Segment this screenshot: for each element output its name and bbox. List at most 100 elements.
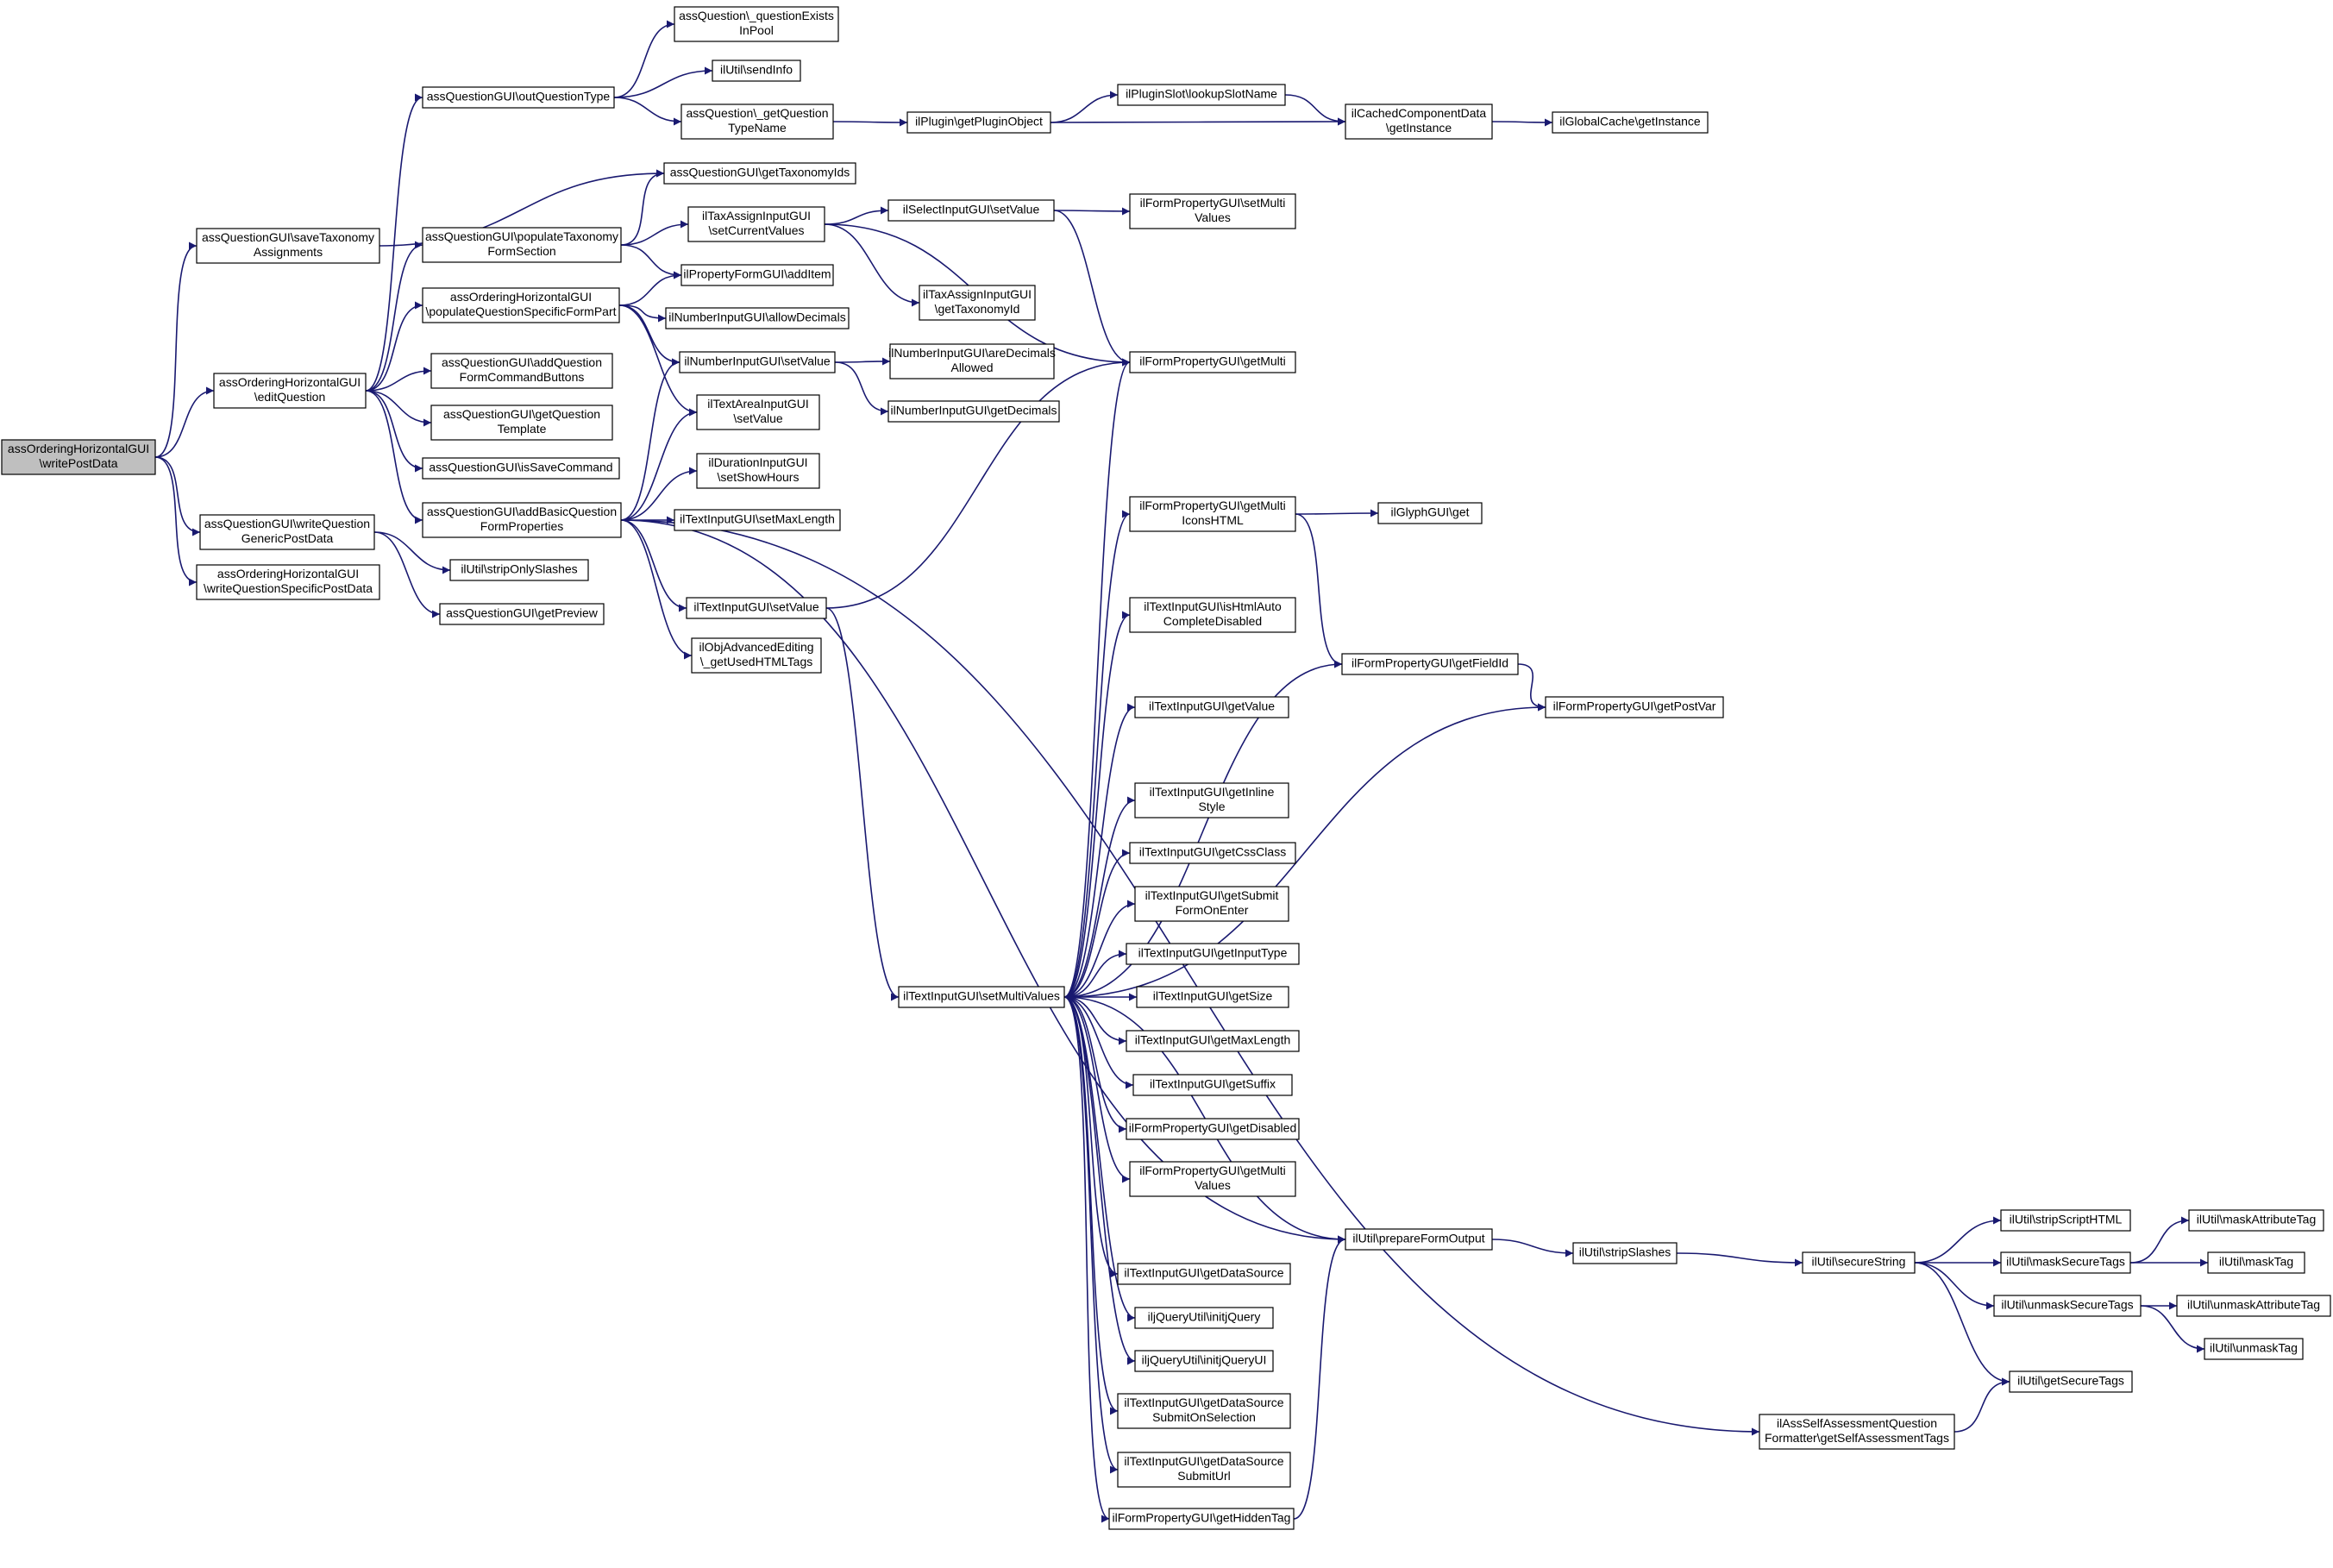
node-glyphGet[interactable]: ilGlyphGUI\get: [1377, 502, 1483, 524]
node-secureString[interactable]: ilUtil\secureString: [1802, 1251, 1916, 1274]
node-box: [696, 394, 820, 430]
node-cachedComp[interactable]: ilCachedComponentData\getInstance: [1345, 103, 1493, 140]
node-numAllowDec[interactable]: ilNumberInputGUI\allowDecimals: [665, 307, 850, 329]
node-box: [213, 373, 367, 409]
node-jqInitUI[interactable]: iljQueryUtil\initjQueryUI: [1134, 1350, 1274, 1372]
node-label: \getTaxonomyId: [935, 302, 1020, 316]
node-numGetDec[interactable]: ilNumberInputGUI\getDecimals: [887, 400, 1060, 423]
node-textAreaSet[interactable]: ilTextAreaInputGUI\setValue: [696, 394, 820, 430]
node-label: ilUtil\maskSecureTags: [2006, 1255, 2125, 1269]
node-pluginGetObj[interactable]: ilPlugin\getPluginObject: [906, 111, 1051, 134]
node-fpGetFieldId[interactable]: ilFormPropertyGUI\getFieldId: [1341, 653, 1519, 675]
node-label: Values: [1195, 1178, 1231, 1192]
node-box: [430, 405, 613, 441]
node-outQType[interactable]: assQuestionGUI\outQuestionType: [422, 86, 615, 109]
node-isSaveCmd[interactable]: assQuestionGUI\isSaveCommand: [422, 457, 620, 480]
node-popQSpecific[interactable]: assOrderingHorizontalGUI\populateQuestio…: [422, 287, 620, 323]
node-addBasicQ[interactable]: assQuestionGUI\addBasicQuestionFormPrope…: [422, 502, 622, 538]
node-label: SubmitOnSelection: [1152, 1410, 1256, 1424]
node-maskTag[interactable]: ilUtil\maskTag: [2207, 1251, 2305, 1274]
node-textGetMaxLen[interactable]: ilTextInputGUI\getMaxLength: [1126, 1030, 1300, 1052]
node-selectSetValue[interactable]: ilSelectInputGUI\setValue: [887, 199, 1055, 222]
edge-textSetMulti-to-jqInit: [1063, 996, 1136, 1322]
node-textGetSuffix[interactable]: ilTextInputGUI\getSuffix: [1132, 1074, 1293, 1096]
node-fpGetHiddenTag[interactable]: ilFormPropertyGUI\getHiddenTag: [1108, 1508, 1295, 1530]
node-box: [2176, 1295, 2331, 1317]
edge-outQType-to-qExistsPool: [613, 20, 675, 98]
node-maskSecure[interactable]: ilUtil\maskSecureTags: [2000, 1251, 2131, 1274]
node-textGetCss[interactable]: ilTextInputGUI\getCssClass: [1129, 842, 1296, 864]
nodes-layer: assOrderingHorizontalGUI\writePostData as…: [1, 6, 2331, 1530]
node-globalCache[interactable]: ilGlobalCache\getInstance: [1552, 111, 1709, 134]
node-textSetMaxLen[interactable]: ilTextInputGUI\setMaxLength: [674, 509, 841, 531]
node-prepFormOut[interactable]: ilUtil\prepareFormOutput: [1345, 1228, 1493, 1251]
node-textGetSize[interactable]: ilTextInputGUI\getSize: [1136, 986, 1289, 1008]
node-textGetValue[interactable]: ilTextInputGUI\getValue: [1134, 696, 1289, 718]
node-writeQGeneric[interactable]: assQuestionGUI\writeQuestionGenericPostD…: [199, 514, 375, 550]
edge-popQSpecific-to-propFormAdd: [618, 271, 682, 306]
node-textGetInputType[interactable]: ilTextInputGUI\getInputType: [1126, 943, 1300, 965]
node-root[interactable]: assOrderingHorizontalGUI\writePostData: [1, 439, 156, 475]
node-label: ilUtil\maskTag: [2219, 1255, 2293, 1269]
node-editQuestion[interactable]: assOrderingHorizontalGUI\editQuestion: [213, 373, 367, 409]
node-getPreview[interactable]: assQuestionGUI\getPreview: [439, 603, 605, 625]
node-label: Style: [1198, 800, 1225, 813]
node-getSecureTags[interactable]: ilUtil\getSecureTags: [2009, 1370, 2133, 1393]
node-writeQSpecific[interactable]: assOrderingHorizontalGUI\writeQuestionSp…: [196, 564, 380, 600]
node-fpGetMulti[interactable]: ilFormPropertyGUI\getMulti: [1129, 351, 1296, 373]
node-addQFormCmd[interactable]: assQuestionGUI\addQuestionFormCommandBut…: [430, 353, 613, 389]
node-stripScript[interactable]: ilUtil\stripScriptHTML: [2000, 1209, 2131, 1232]
node-unmaskSecure[interactable]: ilUtil\unmaskSecureTags: [1993, 1295, 2142, 1317]
node-label: assQuestion\_questionExists: [679, 9, 834, 22]
node-getTaxIds[interactable]: assQuestionGUI\getTaxonomyIds: [663, 162, 856, 185]
node-textIsHtmlAuto[interactable]: ilTextInputGUI\isHtmlAutoCompleteDisable…: [1129, 597, 1296, 633]
node-popTax[interactable]: assQuestionGUI\populateTaxonomyFormSecti…: [422, 227, 622, 263]
node-label: ilFormPropertyGUI\getMulti: [1139, 1163, 1286, 1177]
node-textGetDSSubmitSel[interactable]: ilTextInputGUI\getDataSourceSubmitOnSele…: [1117, 1393, 1291, 1429]
node-fpGetDisabled[interactable]: ilFormPropertyGUI\getDisabled: [1126, 1118, 1300, 1140]
node-label: assQuestionGUI\getPreview: [446, 606, 599, 620]
node-textSetValue[interactable]: ilTextInputGUI\setValue: [686, 597, 827, 619]
node-taxGetId[interactable]: ilTaxAssignInputGUI\getTaxonomyId: [919, 285, 1036, 321]
node-pluginSlot[interactable]: ilPluginSlot\lookupSlotName: [1117, 84, 1286, 106]
node-box: [196, 228, 380, 264]
node-objAdvEdit[interactable]: ilObjAdvancedEditing\_getUsedHTMLTags: [691, 637, 822, 674]
node-selfAssess[interactable]: ilAssSelfAssessmentQuestionFormatter\get…: [1759, 1414, 1955, 1450]
node-label: ilUtil\unmaskAttributeTag: [2187, 1298, 2320, 1312]
node-taxAssignSetCur[interactable]: ilTaxAssignInputGUI\setCurrentValues: [687, 206, 825, 242]
node-fpSetMulti[interactable]: ilFormPropertyGUI\setMultiValues: [1129, 193, 1296, 229]
node-label: ilUtil\maskAttributeTag: [2197, 1213, 2317, 1226]
node-numSetValue[interactable]: ilNumberInputGUI\setValue: [679, 351, 836, 373]
node-label: \writeQuestionSpecificPostData: [204, 581, 373, 595]
node-sendInfo[interactable]: ilUtil\sendInfo: [712, 60, 801, 82]
node-fpGetPostVar[interactable]: ilFormPropertyGUI\getPostVar: [1545, 696, 1724, 718]
node-textGetDataSrc[interactable]: ilTextInputGUI\getDataSource: [1117, 1263, 1291, 1285]
node-label: ilObjAdvancedEditing: [699, 640, 813, 654]
node-propFormAdd[interactable]: ilPropertyFormGUI\addItem: [680, 264, 834, 286]
node-stripSlashes[interactable]: ilUtil\stripSlashes: [1572, 1242, 1678, 1264]
node-durShowHours[interactable]: ilDurationInputGUI\setShowHours: [696, 453, 820, 489]
edge-textSetMulti-to-textGetSuffix: [1063, 996, 1134, 1089]
node-box: [887, 199, 1055, 222]
edge-textSetMulti-to-textGetSubmit: [1063, 900, 1136, 998]
node-textSetMulti[interactable]: ilTextInputGUI\setMultiValues: [898, 986, 1065, 1008]
edge-secureString-to-getSecureTags: [1914, 1262, 2010, 1386]
node-maskAttr[interactable]: ilUtil\maskAttributeTag: [2188, 1209, 2324, 1232]
node-unmaskAttr[interactable]: ilUtil\unmaskAttributeTag: [2176, 1295, 2331, 1317]
node-box: [449, 559, 589, 581]
node-stripOnly[interactable]: ilUtil\stripOnlySlashes: [449, 559, 589, 581]
node-label: ilAssSelfAssessmentQuestion: [1777, 1416, 1937, 1430]
node-unmaskTag[interactable]: ilUtil\unmaskTag: [2204, 1338, 2304, 1360]
node-jqInit[interactable]: iljQueryUtil\initjQuery: [1134, 1307, 1274, 1329]
node-label: assQuestionGUI\getTaxonomyIds: [670, 166, 850, 179]
